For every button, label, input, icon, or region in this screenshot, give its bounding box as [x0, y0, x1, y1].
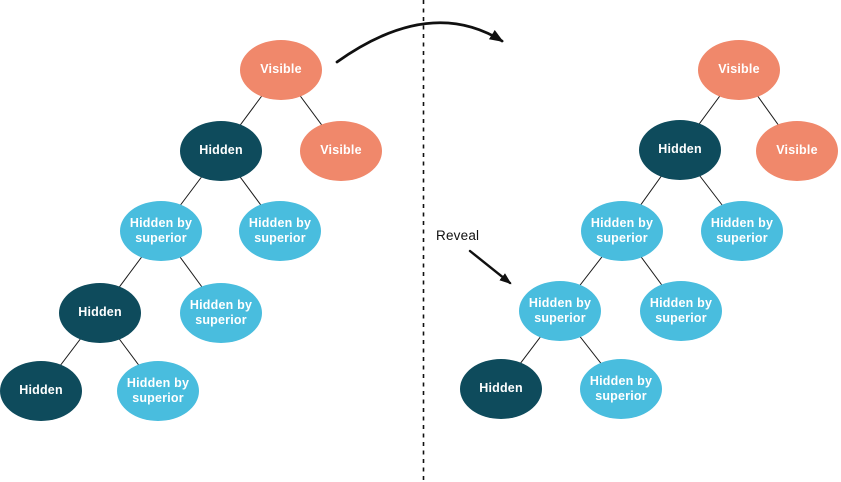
node-before-root-visible: Visible	[240, 40, 322, 100]
node-label: Hidden by superior	[528, 295, 592, 326]
node-after-hidden-by-superior: Hidden by superior	[580, 359, 662, 419]
node-label: Visible	[718, 62, 760, 77]
node-after-hidden-by-superior: Hidden by superior	[701, 201, 783, 261]
node-label: Hidden by superior	[649, 295, 713, 326]
node-after-hidden: Hidden	[639, 120, 721, 180]
node-before-hidden-by-superior: Hidden by superior	[120, 201, 202, 261]
node-label: Hidden by superior	[126, 375, 190, 406]
node-after-revealed-hidden-by-superior: Hidden by superior	[519, 281, 601, 341]
node-label: Hidden	[658, 142, 702, 157]
node-label: Hidden	[199, 143, 243, 158]
node-after-hidden-by-superior: Hidden by superior	[640, 281, 722, 341]
node-before-hidden: Hidden	[59, 283, 141, 343]
node-label: Hidden	[479, 381, 523, 396]
node-after-hidden-by-superior: Hidden by superior	[581, 201, 663, 261]
node-label: Visible	[320, 143, 362, 158]
node-before-hidden: Hidden	[180, 121, 262, 181]
node-after-visible: Visible	[756, 121, 838, 181]
node-before-hidden-by-superior: Hidden by superior	[117, 361, 199, 421]
reveal-arrow	[468, 249, 512, 285]
node-before-hidden-by-superior: Hidden by superior	[180, 283, 262, 343]
node-label: Hidden by superior	[129, 215, 193, 246]
transform-arrow	[335, 21, 504, 64]
node-before-visible: Visible	[300, 121, 382, 181]
node-before-hidden-by-superior: Hidden by superior	[239, 201, 321, 261]
reveal-label: Reveal	[436, 228, 480, 243]
node-label: Hidden	[78, 305, 122, 320]
node-after-root-visible: Visible	[698, 40, 780, 100]
node-label: Visible	[260, 62, 302, 77]
node-label: Hidden by superior	[590, 215, 654, 246]
node-label: Hidden	[19, 383, 63, 398]
node-label: Hidden by superior	[189, 297, 253, 328]
node-label: Visible	[776, 143, 818, 158]
node-before-hidden: Hidden	[0, 361, 82, 421]
node-label: Hidden by superior	[589, 373, 653, 404]
node-label: Hidden by superior	[248, 215, 312, 246]
node-label: Hidden by superior	[710, 215, 774, 246]
node-after-hidden: Hidden	[460, 359, 542, 419]
